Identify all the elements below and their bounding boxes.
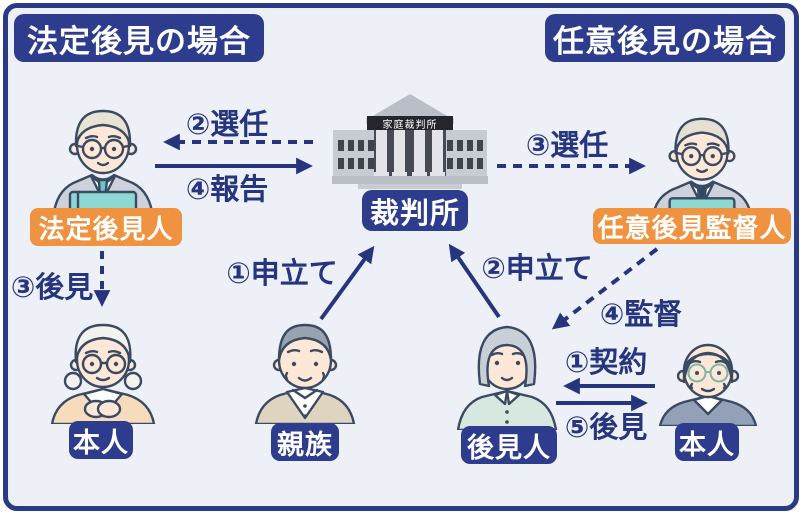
arrow-label-appoint-supervisor: ③選任 xyxy=(525,128,609,162)
relative-illustration xyxy=(254,323,356,424)
principal-right-illustration xyxy=(658,343,758,426)
arrow-label-petition-guardian: ②申立て xyxy=(481,251,593,285)
court-sign: 家庭裁判所 xyxy=(367,116,453,131)
voluntary-guardian-illustration xyxy=(456,325,558,430)
diagram-frame xyxy=(3,3,799,511)
principal-left-label: 本人 xyxy=(69,421,133,459)
title-voluntary-guardianship: 任意後見の場合 xyxy=(545,14,785,62)
arrow-label-supervise: ④監督 xyxy=(599,297,683,331)
arrow-label-report: ④報告 xyxy=(185,172,269,206)
voluntary-supervisor-illustration xyxy=(652,117,752,212)
voluntary-guardian-label: 後見人 xyxy=(461,426,557,464)
glasses-icon xyxy=(687,363,729,383)
wing-windows xyxy=(338,140,483,169)
voluntary-supervisor-label: 任意後見監督人 xyxy=(593,208,791,244)
arrow-label-petition-relative: ①申立て xyxy=(226,256,338,290)
title-statutory-guardianship: 法定後見の場合 xyxy=(14,14,264,62)
principal-left-illustration xyxy=(50,323,156,424)
court-label: 裁判所 xyxy=(362,190,468,231)
glasses-icon xyxy=(676,146,728,167)
arrow-label-guardianship-right: ⑤後見 xyxy=(564,410,648,444)
family-court-building-icon xyxy=(332,94,488,189)
arrow-label-contract: ①契約 xyxy=(564,345,648,379)
glasses-icon xyxy=(81,353,127,375)
glasses-icon xyxy=(76,138,130,160)
legal-guardian-label: 法定後見人 xyxy=(30,208,182,246)
principal-right-label: 本人 xyxy=(675,423,739,461)
legal-guardian-illustration xyxy=(52,109,154,212)
arrow-label-appoint-legal: ②選任 xyxy=(185,107,269,141)
relative-label: 親族 xyxy=(271,423,339,461)
arrow-label-guardianship-left: ③後見 xyxy=(10,270,94,304)
